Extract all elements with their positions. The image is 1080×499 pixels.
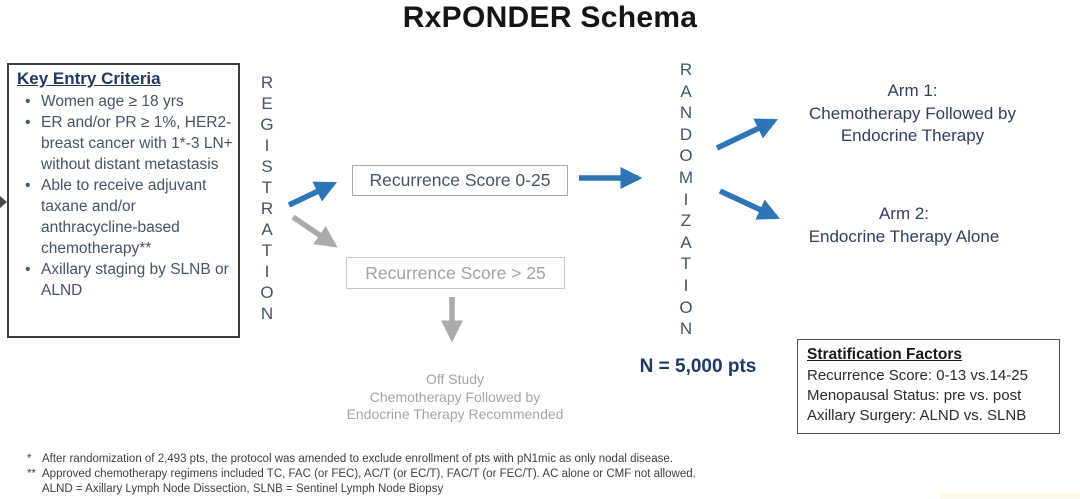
key-entry-criteria-heading: Key Entry Criteria [17, 69, 161, 88]
arm2-label: Arm 2: Endocrine Therapy Alone [808, 204, 1000, 246]
footnote-row: * After randomization of 2,493 pts, the … [27, 452, 696, 467]
footnotes: * After randomization of 2,493 pts, the … [27, 452, 696, 497]
arrow-randomization-to-arm2 [718, 188, 780, 220]
off-study-note: Off Study Chemotherapy Followed by Endoc… [346, 371, 564, 422]
footnote-text: After randomization of 2,493 pts, the pr… [42, 453, 673, 465]
arrow-randomization-to-arm1 [715, 118, 778, 151]
left-edge-arrow-artifact [0, 196, 7, 208]
registration-label: R E G I S T R A T I O N [260, 73, 274, 323]
footnote-text: ALND = Axillary Lymph Node Dissection, S… [42, 483, 444, 495]
footnote-marker [27, 482, 42, 497]
footnote-row: ALND = Axillary Lymph Node Dissection, S… [27, 482, 696, 497]
footnote-row: ** Approved chemotherapy regimens includ… [27, 467, 696, 482]
slide-title: RxPONDER Schema [402, 1, 698, 34]
key-entry-criteria-box: Key Entry Criteria Women age ≥ 18 yrs ER… [7, 63, 240, 338]
sample-size-label: N = 5,000 pts [639, 356, 757, 377]
randomization-label: R A N D O M I Z A T I O N [678, 60, 694, 339]
stratification-heading: Stratification Factors [807, 346, 963, 363]
arrow-registration-to-score-high [291, 214, 338, 248]
arm1-label: Arm 1: Chemotherapy Followed by Endocrin… [809, 81, 1016, 145]
criteria-item-receptor-status: ER and/or PR ≥ 1%, HER2- breast cancer w… [25, 112, 234, 175]
stratification-item-recurrence-score: Recurrence Score: 0-13 vs.14-25 [807, 367, 1028, 384]
footnote-marker: ** [27, 468, 36, 480]
criteria-item-chemo-eligibility: Able to receive adjuvant taxane and/or a… [25, 175, 234, 259]
stratification-factors-box: Stratification Factors Recurrence Score:… [797, 339, 1060, 434]
criteria-item-axillary-staging: Axillary staging by SLNB or ALND [25, 259, 234, 301]
criteria-item-age: Women age ≥ 18 yrs [25, 91, 234, 112]
footnote-marker: * [27, 453, 32, 465]
footnote-text: Approved chemotherapy regimens included … [42, 468, 696, 480]
watermark-smudge [940, 493, 1080, 499]
stratification-item-menopausal-status: Menopausal Status: pre vs. post [807, 387, 1022, 404]
key-entry-criteria-list: Women age ≥ 18 yrs ER and/or PR ≥ 1%, HE… [17, 91, 234, 301]
recurrence-score-low-box: Recurrence Score 0-25 [352, 165, 568, 196]
arrow-registration-to-score-low [287, 181, 337, 208]
stratification-item-axillary-surgery: Axillary Surgery: ALND vs. SLNB [807, 407, 1027, 424]
recurrence-score-high-box: Recurrence Score > 25 [346, 257, 565, 289]
